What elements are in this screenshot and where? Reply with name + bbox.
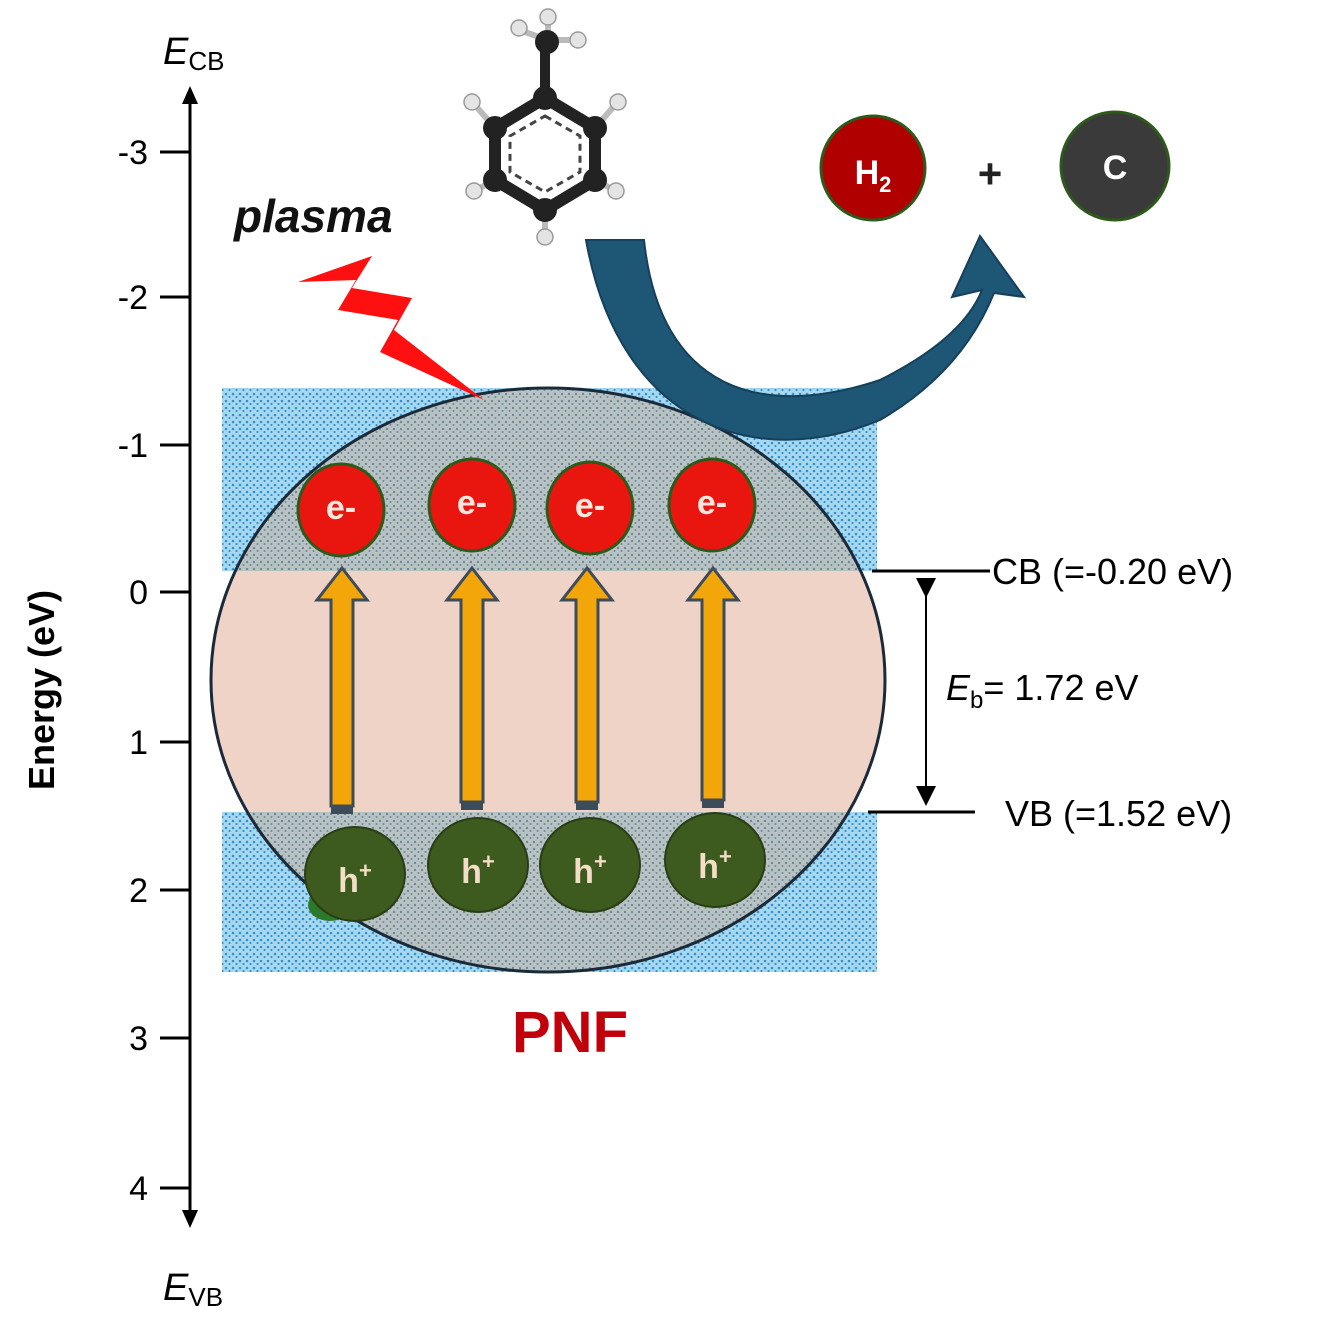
electron-1: e- [296,462,386,558]
toluene-molecule-icon [463,8,627,246]
electron-label: e- [697,484,727,522]
hole-label: h+ [573,849,607,891]
plus-sign: + [978,150,1003,197]
tick-label: -3 [118,134,148,172]
curved-arrow-icon [584,234,1027,441]
excitation-arrow-1 [313,565,371,814]
tick-label: -1 [118,427,148,465]
carbon-label: C [1103,149,1128,187]
electron-label: e- [326,489,356,527]
tick-label: 4 [129,1170,148,1208]
axis-top-label: ECB [163,31,224,76]
lightning-icon [298,256,484,400]
plasma-bolt: plasma [232,190,484,400]
tick-label: 0 [129,574,148,612]
plasma-label: plasma [232,190,393,242]
electrons: e- e- e- e- [296,457,757,558]
tick-label: 2 [129,872,148,910]
electron-2: e- [427,457,517,553]
electron-label: e- [457,484,487,522]
tick-label: -2 [118,279,148,317]
hole-label: h+ [461,849,495,891]
reaction-arrow [584,234,1027,441]
hydrogen-label: H2 [855,154,892,197]
gap-label: Eb= 1.72 eV [946,667,1139,714]
hole-3: h+ [539,817,641,913]
carbon-atom-icon [1059,110,1171,222]
electron-4: e- [667,457,757,553]
hole-label: h+ [338,858,372,900]
electron-label: e- [575,487,605,525]
electron-3: e- [545,460,635,556]
excitation-arrow-2 [443,565,501,810]
hole-1: h+ [304,826,406,922]
vb-label: VB (=1.52 eV) [1005,793,1232,834]
excitation-arrows [313,565,742,814]
tick-label: 3 [129,1020,148,1058]
axis-top-arrow-icon [182,86,198,104]
hole-label: h+ [698,844,732,886]
axis-bottom-arrow-icon [182,1210,198,1228]
excitation-arrow-3 [558,565,616,810]
hole-2: h+ [427,817,529,913]
axis-title: Energy (eV) [21,590,62,790]
cb-label: CB (=-0.20 eV) [992,551,1233,592]
hydrogen-molecule-icon [819,114,927,222]
excitation-arrow-4 [684,565,742,808]
band-gap-annotation: CB (=-0.20 eV) VB (=1.52 eV) Eb= 1.72 eV [868,551,1233,834]
axis-bottom-label: EVB [163,1267,223,1312]
hole-4: h+ [664,812,766,908]
pnf-label: PNF [512,1000,628,1065]
energy-axis: -3 -2 -1 0 1 2 3 4 ECB EVB Energy (eV) [21,31,224,1312]
products: H2 + C [819,110,1171,222]
holes: h+ h+ h+ h+ [304,812,766,922]
tick-label: 1 [129,724,148,762]
